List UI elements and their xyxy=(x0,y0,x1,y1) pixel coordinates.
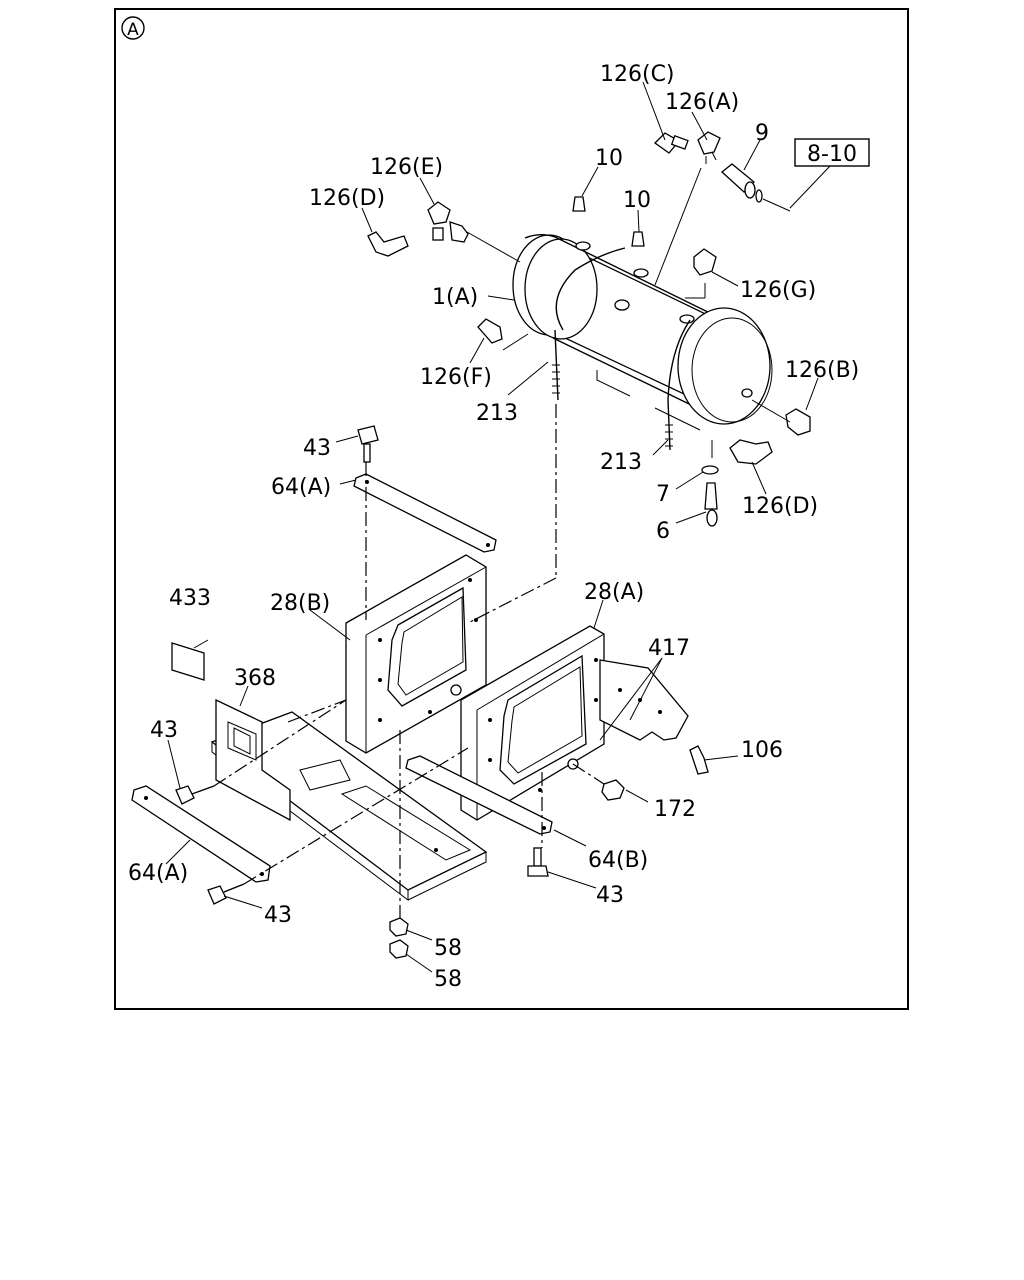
label-172: 172 xyxy=(654,797,696,822)
label-126D-right: 126(D) xyxy=(742,494,818,519)
view-marker-letter: A xyxy=(127,20,139,40)
label-43-top: 43 xyxy=(303,436,331,461)
label-213a: 213 xyxy=(476,401,518,426)
reference-box-text: 8-10 xyxy=(807,142,857,167)
label-10b: 10 xyxy=(623,188,651,213)
label-126F: 126(F) xyxy=(420,365,492,390)
label-58a: 58 xyxy=(434,936,462,961)
label-58b: 58 xyxy=(434,967,462,992)
strip-64B xyxy=(405,755,553,835)
label-43-bottom-left: 43 xyxy=(264,903,292,928)
reference-box: 8-10 xyxy=(794,138,870,167)
view-marker: A xyxy=(121,16,145,40)
label-126E: 126(E) xyxy=(370,155,443,180)
label-9: 9 xyxy=(755,121,769,146)
label-28A: 28(A) xyxy=(584,580,644,605)
label-126G: 126(G) xyxy=(740,278,816,303)
label-126D-left: 126(D) xyxy=(309,186,385,211)
label-43-bottom-right: 43 xyxy=(596,883,624,908)
bracket-417 xyxy=(599,659,689,741)
label-plate-433 xyxy=(171,642,205,681)
label-28B: 28(B) xyxy=(270,591,330,616)
label-7: 7 xyxy=(656,482,670,507)
label-126A-top: 126(A) xyxy=(665,90,739,115)
label-64A-top: 64(A) xyxy=(271,475,331,500)
alignment-lines xyxy=(213,404,605,920)
label-10a: 10 xyxy=(595,146,623,171)
bracket-28B xyxy=(345,554,487,754)
label-213b: 213 xyxy=(600,450,642,475)
label-64B: 64(B) xyxy=(588,848,648,873)
bracket-28A xyxy=(460,625,605,821)
plate-368 xyxy=(215,698,291,822)
label-126C-top: 126(C) xyxy=(600,62,675,87)
base-plate xyxy=(210,711,488,902)
label-6: 6 xyxy=(656,519,670,544)
diagram-frame xyxy=(114,8,909,1010)
air-tank xyxy=(512,234,773,451)
callout-labels: 126(C) 126(A) 9 126(E) 126(D) 10 10 126(… xyxy=(128,62,859,992)
label-368: 368 xyxy=(234,666,276,691)
label-43-left: 43 xyxy=(150,718,178,743)
label-433: 433 xyxy=(169,586,211,611)
label-126B: 126(B) xyxy=(785,358,859,383)
leader-lines xyxy=(165,81,831,973)
fittings-upper xyxy=(367,131,811,527)
bolt-43-top xyxy=(357,425,379,463)
label-417: 417 xyxy=(648,636,690,661)
label-106: 106 xyxy=(741,738,783,763)
strip-64A-top xyxy=(353,473,497,553)
label-1A: 1(A) xyxy=(432,285,478,310)
fasteners-lower xyxy=(175,745,709,959)
label-64A-bottom: 64(A) xyxy=(128,861,188,886)
